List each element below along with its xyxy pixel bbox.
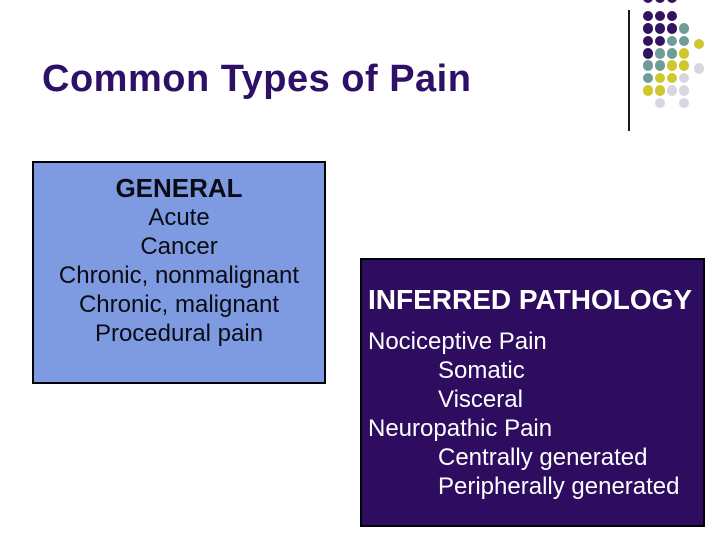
pathology-box-item: Somatic (438, 357, 525, 384)
decoration-dot (654, 35, 666, 47)
general-box-item: Chronic, malignant (78, 291, 280, 318)
decoration-dot (678, 23, 690, 34)
pathology-box-item: Visceral (438, 386, 523, 413)
general-box-item: Cancer (140, 233, 218, 260)
pathology-box-item: Centrally generated (438, 444, 648, 471)
decoration-dot (666, 10, 678, 22)
pathology-box-heading: INFERRED PATHOLOGY (368, 284, 693, 315)
decoration-dot (654, 0, 666, 4)
decoration-dot (678, 35, 690, 47)
decoration-dot (678, 85, 690, 96)
decoration-vertical-line (628, 10, 630, 131)
decoration-dot (642, 10, 654, 22)
pathology-box-item: Neuropathic Pain (368, 415, 553, 442)
decoration-dot (642, 85, 654, 96)
decoration-dot (678, 97, 690, 109)
decoration-dot (678, 60, 690, 71)
decoration-dot (654, 72, 666, 84)
decoration-dot (666, 0, 678, 4)
decoration-dot (654, 97, 666, 109)
general-box-item: Chronic, nonmalignant (58, 262, 300, 289)
general-box-item: Procedural pain (94, 320, 264, 347)
decoration-dot (654, 85, 666, 96)
slide-title: Common Types of Pain (42, 58, 472, 100)
decoration-dot (654, 10, 666, 22)
decoration-dot-grid (640, 0, 718, 112)
decoration-dot (693, 63, 705, 74)
decoration-dot (666, 85, 678, 96)
decoration-dot (678, 48, 690, 59)
decoration-dot (642, 60, 654, 71)
pathology-box-item: Peripherally generated (438, 473, 680, 500)
decoration-dot (666, 48, 678, 59)
pathology-box-item: Nociceptive Pain (368, 328, 547, 355)
decoration-dot (654, 23, 666, 34)
decoration-dot (642, 23, 654, 34)
decoration-dot (666, 35, 678, 47)
decoration-dot (666, 23, 678, 34)
decoration-dot (654, 60, 666, 71)
decoration-dot (666, 60, 678, 71)
decoration-dot (642, 0, 654, 4)
decoration-dot (678, 72, 690, 84)
decoration-dot (654, 48, 666, 59)
general-box-item: Acute (148, 204, 210, 231)
decoration-dot (693, 38, 705, 50)
decoration-dot (642, 48, 654, 59)
decoration-dot (642, 72, 654, 84)
decoration-dot (642, 35, 654, 47)
general-box-heading: GENERAL (115, 173, 243, 203)
decoration-dot (666, 72, 678, 84)
